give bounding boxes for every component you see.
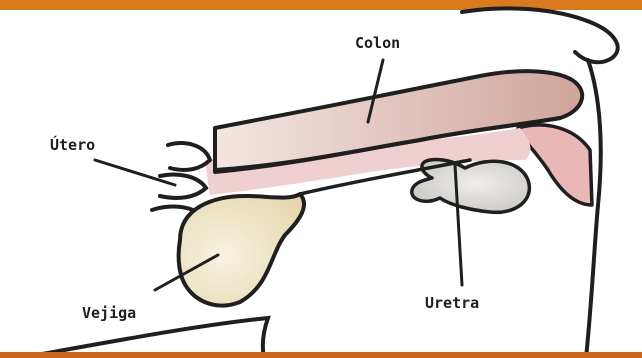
utero-label: Útero <box>50 135 95 154</box>
bottom-bar <box>0 352 642 358</box>
top-bar <box>0 0 642 10</box>
body-wall-right <box>586 60 601 358</box>
vejiga-label: Vejiga <box>82 304 136 322</box>
uretra-label: Uretra <box>425 294 479 312</box>
utero-leader-line <box>95 160 175 185</box>
bladder <box>179 194 304 306</box>
colon-label: Colon <box>355 34 400 52</box>
body-outline-top <box>462 8 618 62</box>
